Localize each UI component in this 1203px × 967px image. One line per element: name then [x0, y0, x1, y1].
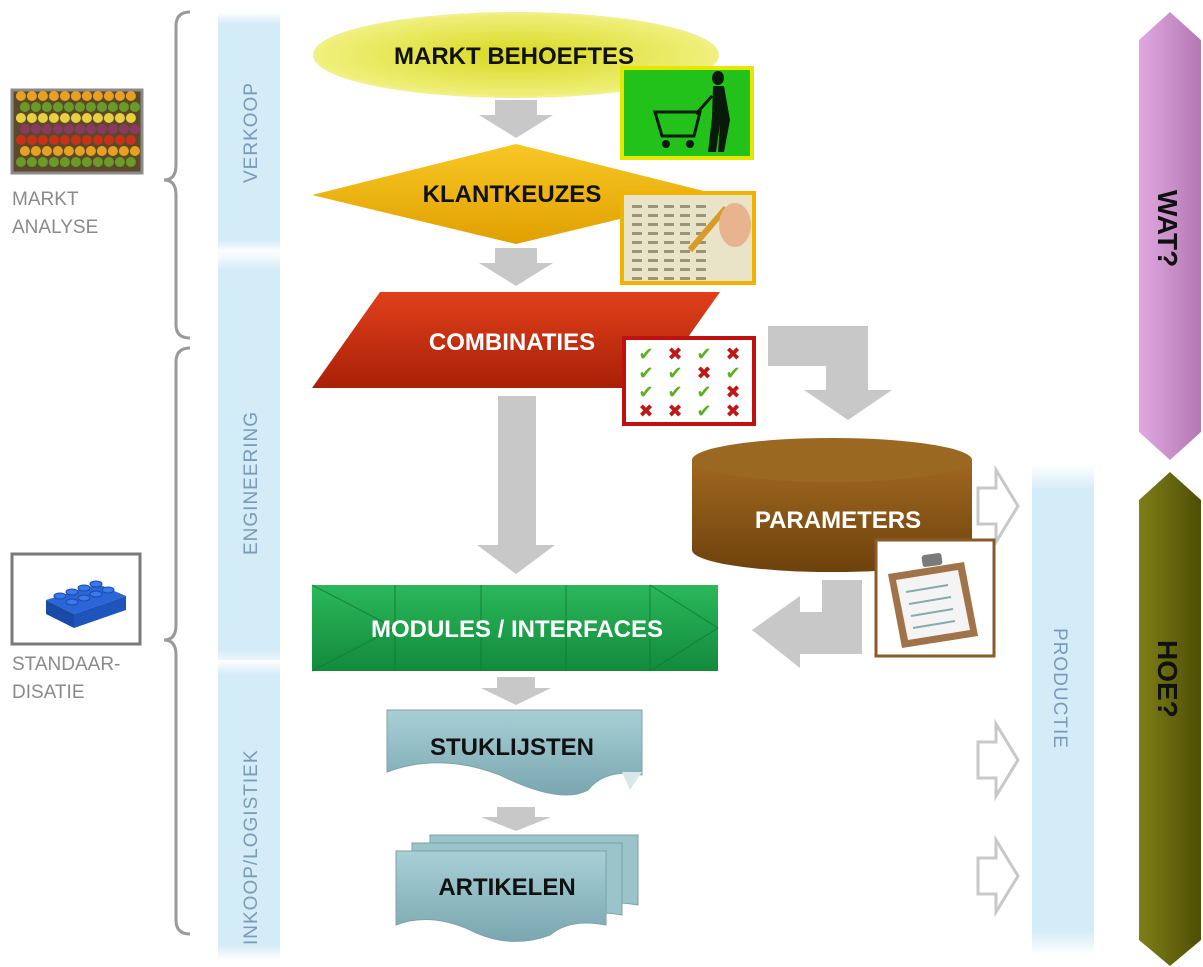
- cross-icon: ✖: [725, 382, 740, 403]
- survey-form-image: [620, 191, 756, 285]
- outline-arrow-artikelen: [976, 834, 1020, 918]
- label-disatie: DISATIE: [12, 682, 85, 703]
- checkmark-icon: ✔: [696, 401, 711, 422]
- step-label-modules: MODULES / INTERFACES: [371, 616, 663, 643]
- step-label-klantkeuzes: KLANTKEUZES: [423, 181, 602, 208]
- shopper-image: [620, 66, 754, 160]
- clipboard-image: [874, 538, 996, 658]
- cross-icon: ✖: [638, 401, 653, 422]
- tag-wat: WAT?: [1139, 12, 1201, 460]
- step-markt-behoeftes: MARKT BEHOEFTES: [313, 12, 719, 98]
- brace-standaardisatie: [163, 346, 191, 936]
- lego-brick-image: [10, 552, 142, 646]
- arrow-down-3: [477, 396, 555, 574]
- arrow-down-4: [481, 677, 551, 705]
- tag-label-hoe: HOE?: [1152, 640, 1183, 718]
- step-modules-interfaces: MODULES / INTERFACES: [311, 584, 719, 672]
- step-label-combinaties: COMBINATIES: [429, 329, 595, 356]
- checkmark-icon: ✔: [725, 363, 740, 384]
- arrow-parameters-to-modules: [752, 580, 862, 668]
- step-artikelen: ARTIKELEN: [395, 834, 639, 942]
- band-inkoop: [218, 660, 280, 960]
- label-standaar: STANDAAR-: [12, 654, 120, 675]
- arrow-down-1: [479, 100, 553, 138]
- checklist-grid-image: ✔✖✔✖✔✔✖✔✔✔✔✖✖✖✔✖: [622, 336, 756, 426]
- cross-icon: ✖: [696, 363, 711, 384]
- tag-hoe: HOE?: [1139, 472, 1201, 966]
- band-productie: [1032, 465, 1094, 955]
- step-label-parameters: PARAMETERS: [755, 507, 921, 534]
- checkmark-icon: ✔: [696, 382, 711, 403]
- market-produce-image: [10, 88, 144, 175]
- band-label-inkoop: INKOOP/LOGISTIEK: [241, 750, 262, 946]
- brace-markt-analyse: [163, 10, 191, 340]
- cross-icon: ✖: [725, 344, 740, 365]
- cross-icon: ✖: [725, 401, 740, 422]
- checkmark-icon: ✔: [667, 363, 682, 384]
- outline-arrow-parameters: [976, 464, 1020, 548]
- arrow-down-2: [479, 248, 553, 286]
- band-engineering: [218, 250, 280, 670]
- checkmark-icon: ✔: [638, 344, 653, 365]
- band-label-productie: PRODUCTIE: [1049, 628, 1070, 749]
- checkmark-icon: ✔: [638, 382, 653, 403]
- band-verkoop: [218, 12, 280, 252]
- step-klantkeuzes: KLANTKEUZES: [312, 144, 720, 244]
- band-label-engineering: ENGINEERING: [241, 411, 262, 555]
- checkmark-icon: ✔: [696, 344, 711, 365]
- checkmark-icon: ✔: [638, 363, 653, 384]
- cross-icon: ✖: [667, 344, 682, 365]
- arrow-down-5: [481, 807, 551, 831]
- outline-arrow-stuklijsten: [976, 718, 1020, 802]
- step-label-artikelen: ARTIKELEN: [438, 874, 575, 901]
- band-label-verkoop: VERKOOP: [241, 82, 262, 183]
- step-stuklijsten: STUKLIJSTEN: [386, 709, 643, 796]
- label-markt: MARKT: [12, 189, 79, 210]
- label-analyse: ANALYSE: [12, 217, 98, 238]
- cross-icon: ✖: [667, 401, 682, 422]
- checkmark-icon: ✔: [667, 382, 682, 403]
- step-combinaties: COMBINATIES: [312, 292, 720, 388]
- arrow-combinaties-to-parameters: [768, 326, 892, 420]
- step-label-stuklijsten: STUKLIJSTEN: [430, 734, 594, 761]
- tag-label-wat: WAT?: [1152, 190, 1183, 267]
- step-label-markt-behoeftes: MARKT BEHOEFTES: [394, 43, 634, 70]
